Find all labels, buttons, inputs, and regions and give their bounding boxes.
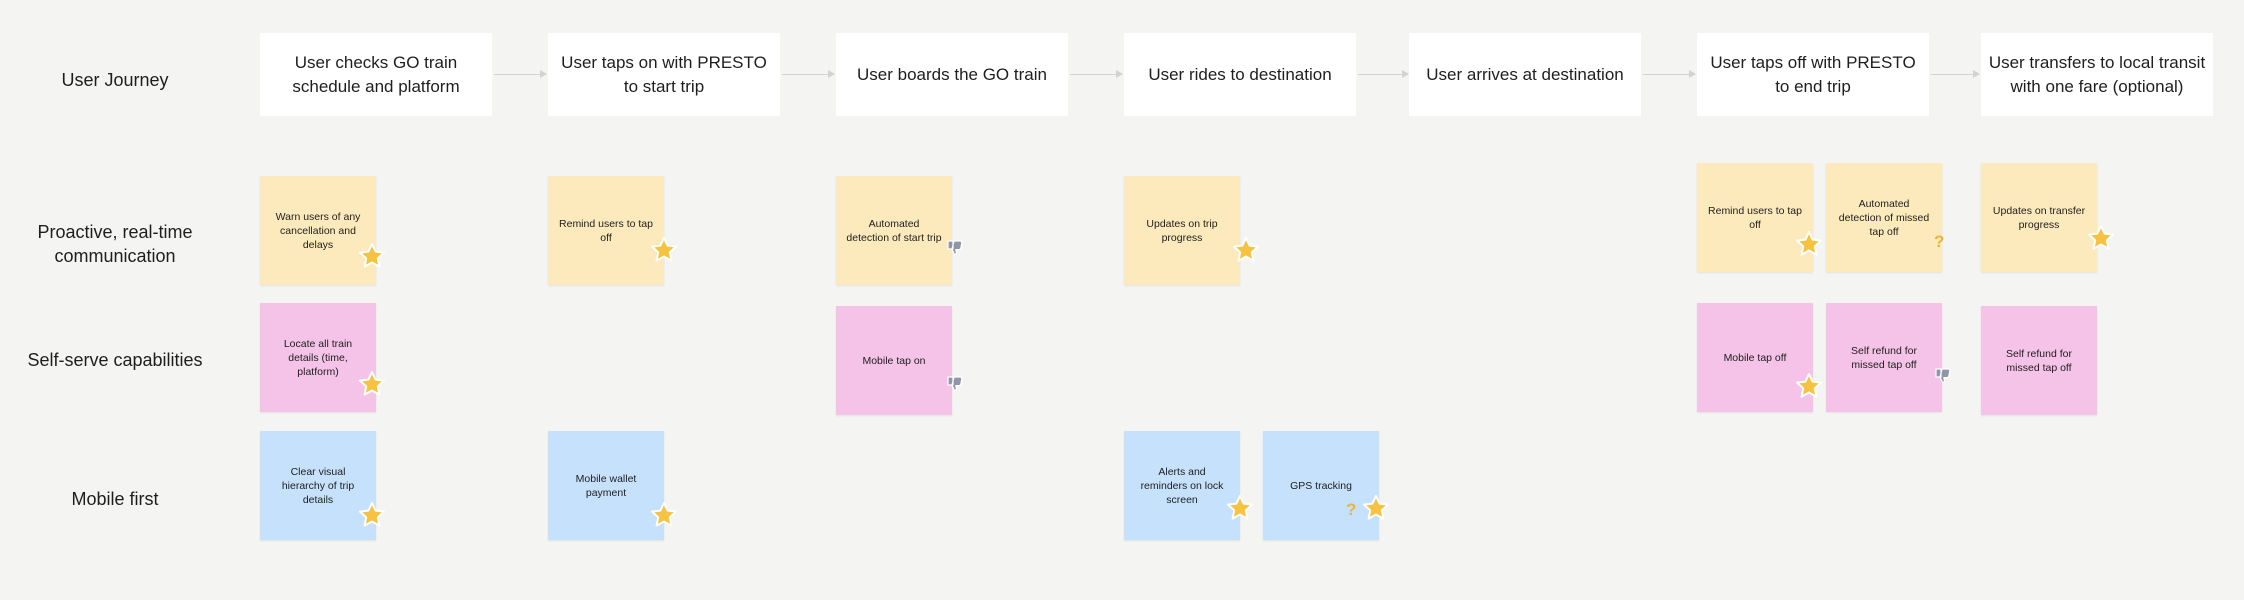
sticky-note-updates-transfer[interactable]: Updates on transfer progress — [1981, 163, 2097, 272]
thumbs-down-icon[interactable] — [1933, 366, 1951, 384]
sticky-note-clear-visual[interactable]: Clear visual hierarchy of trip details — [260, 431, 376, 540]
sticky-note-remind-tap-off[interactable]: Remind users to tap off — [1697, 163, 1813, 272]
star-icon[interactable] — [1795, 372, 1823, 400]
star-icon[interactable] — [358, 501, 386, 529]
journey-arrow-3 — [1070, 70, 1123, 78]
question-icon[interactable]: ? — [1934, 232, 1945, 251]
row-label-selfserve: Self-serve capabilities — [27, 350, 203, 370]
row-label-proactive: Proactive, real-time communication — [37, 222, 193, 266]
star-icon[interactable] — [358, 370, 386, 398]
row-label-mobile: Mobile first — [71, 489, 159, 509]
journey-arrow-1 — [494, 70, 547, 78]
sticky-note-updates-trip[interactable]: Updates on trip progress — [1124, 176, 1240, 285]
star-icon[interactable] — [358, 242, 386, 270]
journey-step-3[interactable]: User boards the GO train — [836, 33, 1068, 116]
question-icon[interactable]: ? — [1346, 500, 1357, 519]
sticky-note-mobile-tap-off[interactable]: Mobile tap off — [1697, 303, 1813, 412]
sticky-note-auto-detect-missed[interactable]: Automated detection of missed tap off — [1826, 163, 1942, 272]
sticky-note-locate-train[interactable]: Locate all train details (time, platform… — [260, 303, 376, 412]
sticky-note-gps[interactable]: GPS tracking — [1263, 431, 1379, 540]
sticky-note-auto-detect-start[interactable]: Automated detection of start trip — [836, 176, 952, 285]
star-icon[interactable] — [1362, 494, 1390, 522]
sticky-note-self-refund-1[interactable]: Self refund for missed tap off — [1826, 303, 1942, 412]
journey-arrow-5 — [1643, 70, 1696, 78]
star-icon[interactable] — [1795, 230, 1823, 258]
journey-step-6[interactable]: User taps off with PRESTO to end trip — [1697, 33, 1929, 116]
journey-arrow-6 — [1931, 70, 1980, 78]
sticky-note-warn-cancellation[interactable]: Warn users of any cancellation and delay… — [260, 176, 376, 285]
star-icon[interactable] — [2087, 224, 2115, 252]
thumbs-down-icon[interactable] — [945, 374, 963, 392]
star-icon[interactable] — [650, 236, 678, 264]
star-icon[interactable] — [650, 501, 678, 529]
star-icon[interactable] — [1232, 236, 1260, 264]
journey-arrow-2 — [782, 70, 835, 78]
sticky-note-remind-tap[interactable]: Remind users to tap off — [548, 176, 664, 285]
sticky-note-alerts-lock[interactable]: Alerts and reminders on lock screen — [1124, 431, 1240, 540]
journey-step-4[interactable]: User rides to destination — [1124, 33, 1356, 116]
row-label-journey: User Journey — [61, 70, 169, 90]
sticky-note-self-refund-2[interactable]: Self refund for missed tap off — [1981, 306, 2097, 415]
journey-step-7[interactable]: User transfers to local transit with one… — [1981, 33, 2213, 116]
thumbs-down-icon[interactable] — [945, 238, 963, 256]
star-icon[interactable] — [1226, 494, 1254, 522]
sticky-note-mobile-wallet[interactable]: Mobile wallet payment — [548, 431, 664, 540]
journey-step-2[interactable]: User taps on with PRESTO to start trip — [548, 33, 780, 116]
journey-step-5[interactable]: User arrives at destination — [1409, 33, 1641, 116]
sticky-note-mobile-tap-on[interactable]: Mobile tap on — [836, 306, 952, 415]
journey-step-1[interactable]: User checks GO train schedule and platfo… — [260, 33, 492, 116]
journey-arrow-4 — [1358, 70, 1409, 78]
